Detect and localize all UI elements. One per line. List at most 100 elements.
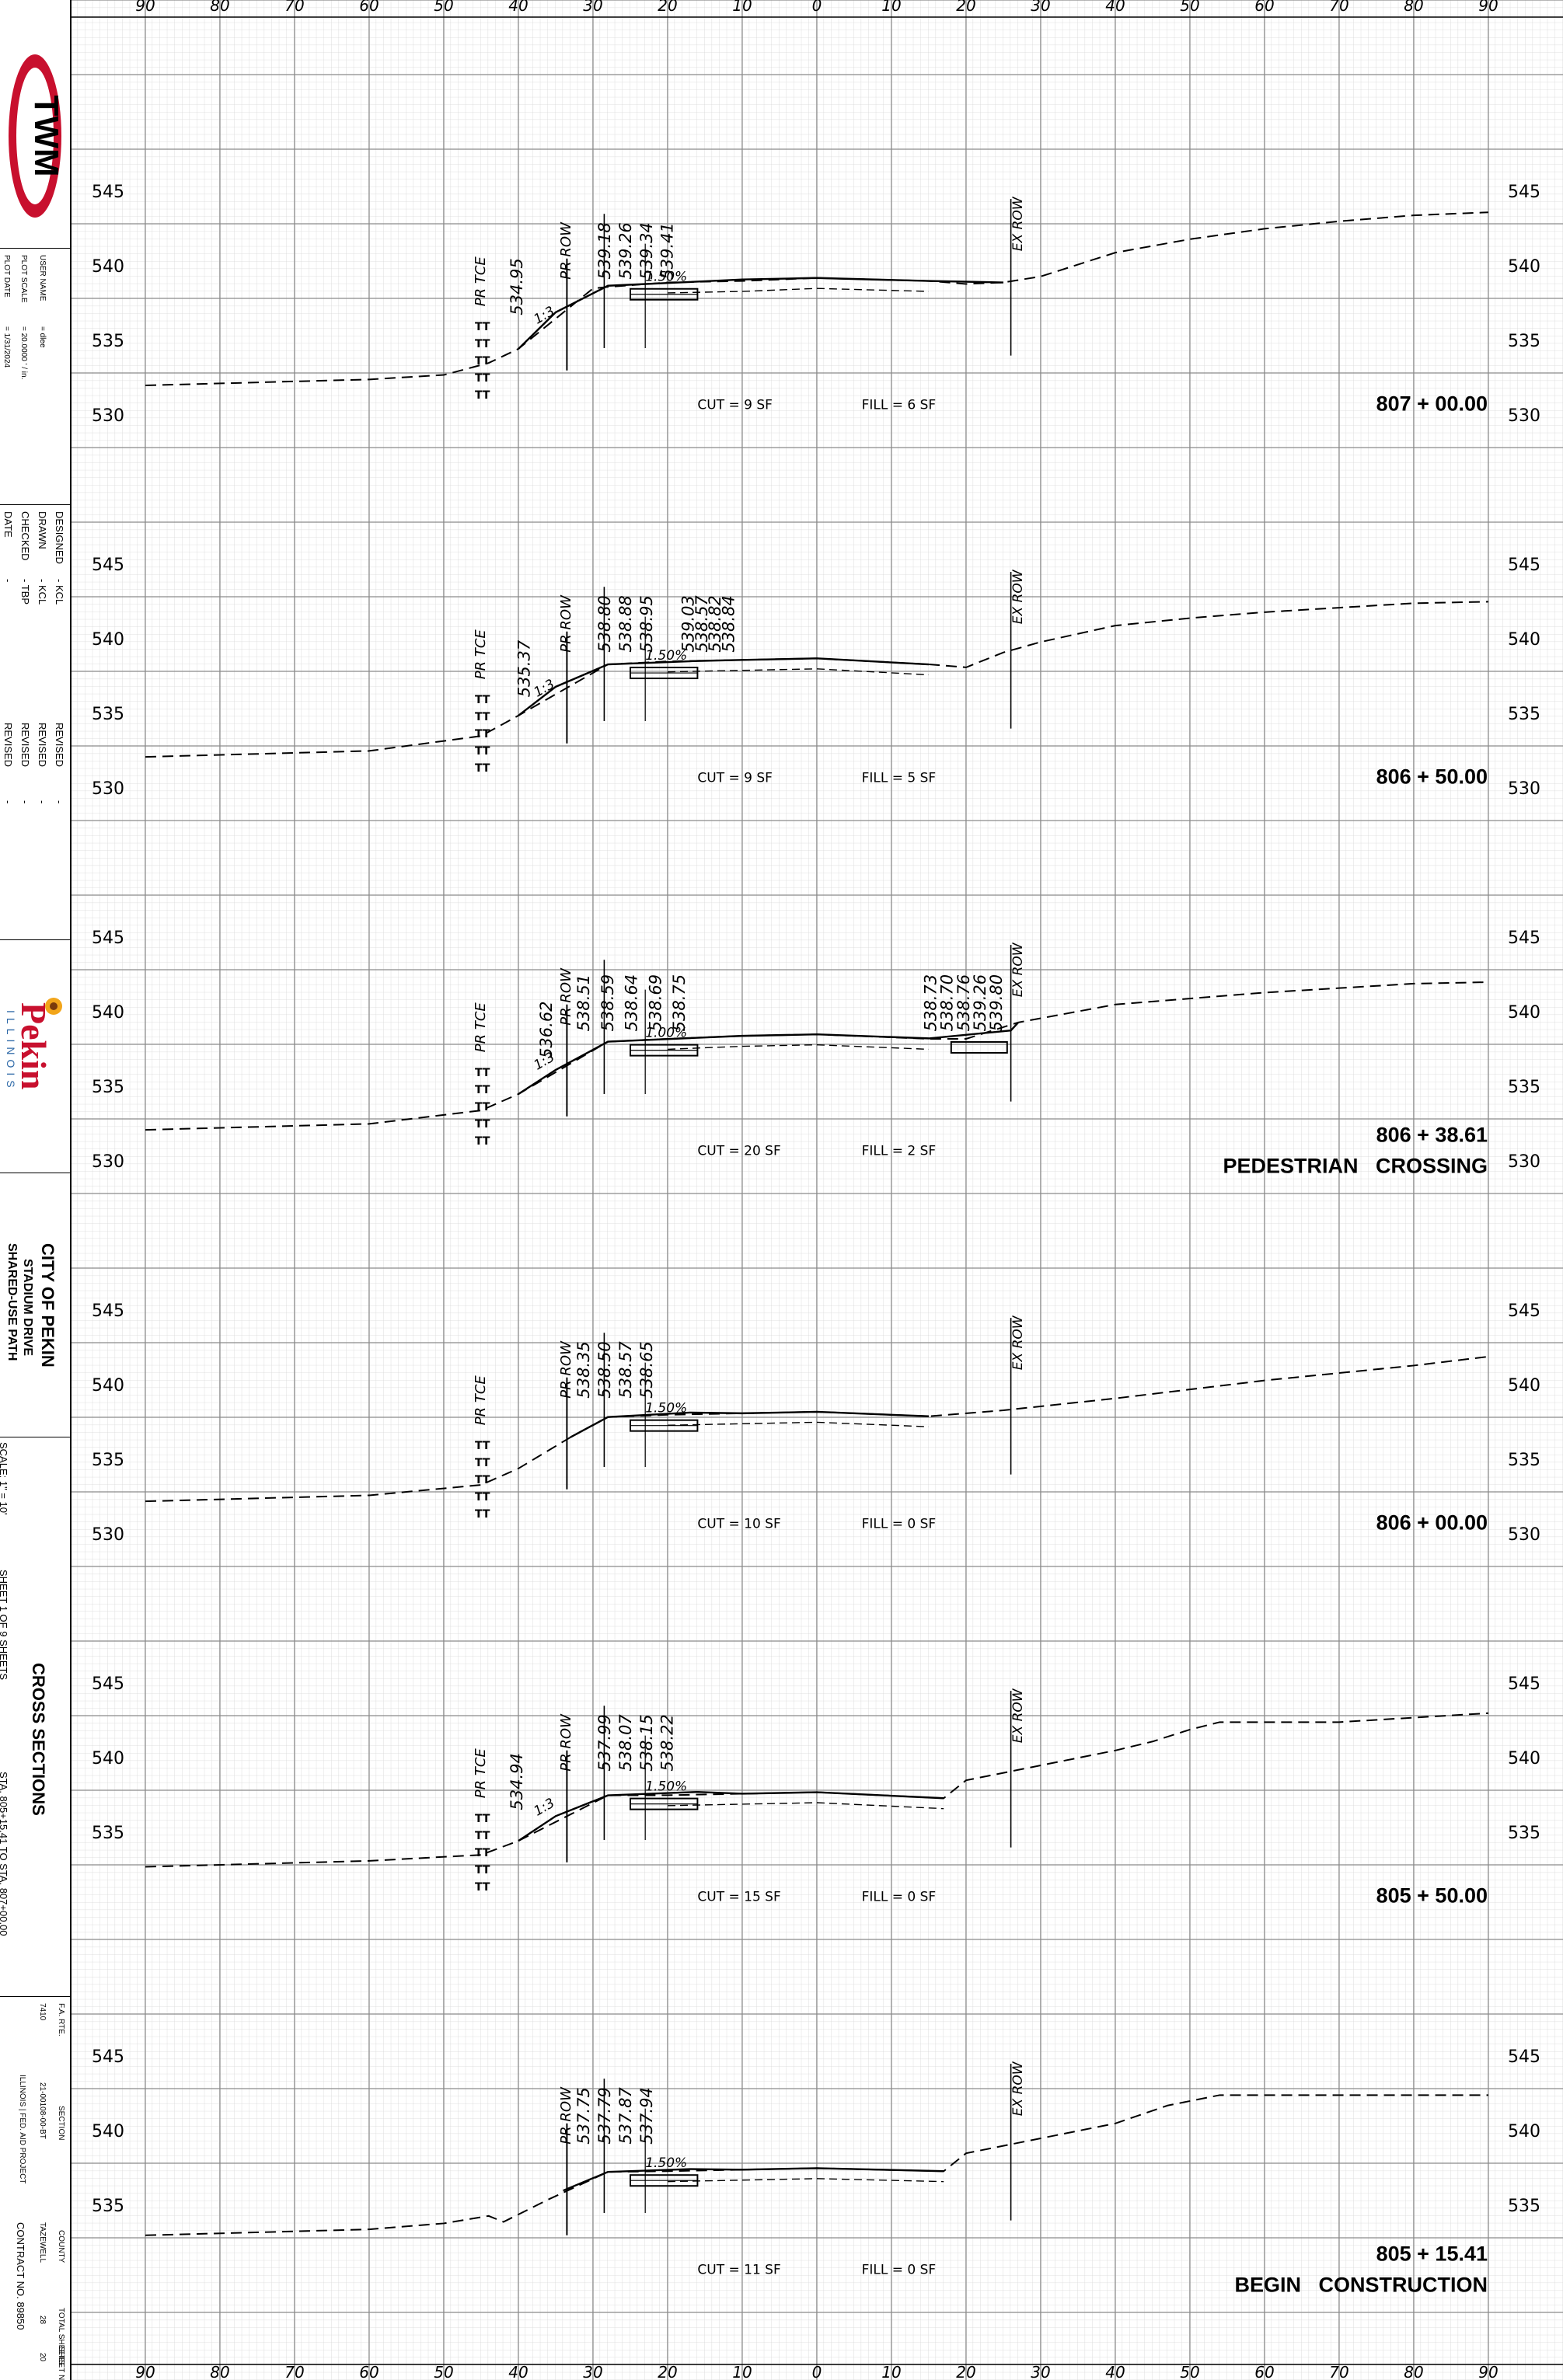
elevation-callout: 538.07: [616, 1714, 635, 1772]
tce-marker: TT: [475, 1830, 490, 1842]
elevation-callout: 538.84: [719, 595, 738, 652]
tce-marker: TT: [475, 372, 490, 385]
offset-tick-label: 90: [135, 0, 155, 15]
county-label: COUNTY: [57, 2230, 65, 2263]
elevation-label: 535: [1508, 1078, 1540, 1097]
station-label: 806 + 00.00: [1376, 1511, 1488, 1535]
pr-row-label: PR ROW: [558, 1713, 574, 1772]
elevation-callout: 539.18: [595, 222, 614, 279]
station-label: 805 + 15.41: [1376, 2242, 1488, 2265]
cross-slope-label: 1.00%: [645, 1026, 687, 1041]
ex-row-label: EX ROW: [1010, 942, 1026, 997]
ex-row-label: EX ROW: [1010, 1688, 1026, 1743]
offset-tick-label: 10: [732, 0, 752, 15]
contract-no: CONTRACT NO. 89850: [15, 2222, 26, 2330]
title-block: TWM USER NAME = dlee PLOT SCALE = 20.000…: [0, 0, 72, 2380]
project-cell: CITY OF PEKIN STADIUM DRIVE SHARED-USE P…: [0, 1173, 70, 1437]
offset-tick-label: 20: [658, 0, 677, 15]
subgrade-line: [667, 1802, 944, 1810]
elevation-label: 545: [92, 2047, 124, 2067]
elevation-callout: 538.75: [670, 974, 689, 1031]
revised-4: -: [2, 800, 14, 804]
offset-tick-label: 70: [284, 0, 304, 15]
elevation-label: 545: [1508, 929, 1540, 948]
offset-tick-label: 30: [1031, 0, 1050, 15]
elevation-label: 535: [1508, 2197, 1540, 2216]
elevation-callout: 538.59: [598, 974, 617, 1031]
sheet-no-label: SHEET NO.: [57, 2347, 65, 2380]
station-subtitle: BEGIN CONSTRUCTION: [1234, 2273, 1488, 2296]
elevation-label: 540: [92, 2122, 124, 2141]
pr-row-label: PR ROW: [558, 594, 574, 653]
fa-rte-label: F.A. RTE.: [57, 2003, 65, 2037]
svg-text:TWM: TWM: [27, 95, 65, 176]
elevation-label: 535: [1508, 1824, 1540, 1843]
revised-1: -: [54, 800, 65, 804]
tce-marker: TT: [475, 1881, 490, 1894]
elevation-callout: 537.99: [595, 1714, 614, 1771]
drawn-label: DRAWN: [37, 511, 48, 549]
revised-label-1: REVISED: [54, 723, 65, 768]
elevation-label: 540: [92, 257, 124, 277]
project-line-3: SHARED-USE PATH: [5, 1243, 19, 1361]
elevation-label: 540: [92, 630, 124, 650]
offset-tick-label: 40: [508, 0, 528, 15]
ex-row-label: EX ROW: [1010, 2061, 1026, 2116]
existing-ground-line: [145, 601, 1489, 758]
tce-marker: TT: [475, 355, 490, 368]
tce-marker: TT: [475, 1847, 490, 1859]
revised-3: -: [19, 800, 31, 804]
ex-row-label: EX ROW: [1010, 196, 1026, 251]
offset-tick-label: 90: [135, 2363, 155, 2380]
elevation-label: 545: [1508, 1302, 1540, 1321]
offset-tick-label: 70: [284, 2363, 304, 2380]
offset-tick-label: 90: [1478, 0, 1498, 15]
elevation-label: 530: [1508, 779, 1540, 799]
cross-slope-label: 1.50%: [645, 270, 687, 285]
offset-tick-label: 80: [1404, 2363, 1423, 2380]
elevation-callout: 537.79: [595, 2087, 614, 2144]
elevation-label: 530: [92, 1152, 124, 1172]
sheet-no: 20: [38, 2353, 47, 2362]
elevation-callout: 538.69: [646, 974, 665, 1031]
elevation-callout: 537.87: [616, 2087, 635, 2145]
proposed-grade-line: [518, 657, 930, 716]
proposed-grade-line: [518, 1790, 944, 1842]
offset-tick-label: 70: [1329, 2363, 1348, 2380]
offset-tick-label: 80: [210, 2363, 229, 2380]
offset-tick-label: 80: [1404, 0, 1423, 15]
tce-marker: TT: [475, 1118, 490, 1131]
pr-row-label: PR ROW: [558, 2086, 574, 2145]
revised-label-2: REVISED: [37, 723, 48, 768]
tce-marker: TT: [475, 728, 490, 740]
user-name-label: USER NAME: [38, 255, 47, 301]
station-label: 807 + 00.00: [1376, 392, 1488, 416]
elevation-callout: 538.15: [637, 1714, 656, 1771]
major-grid: [70, 0, 1563, 2380]
ex-row-label: EX ROW: [1010, 1315, 1026, 1370]
section-label: SECTION: [57, 2106, 65, 2141]
cross-slope-label: 1.50%: [645, 1779, 687, 1795]
tce-marker: TT: [475, 1457, 490, 1469]
station-range: STA. 805+15.41 TO STA. 807+00.00: [0, 1772, 9, 1936]
pr-tce-label: PR TCE: [473, 1748, 489, 1799]
elevation-callout: 538.57: [616, 1341, 635, 1399]
elevation-label: 530: [92, 779, 124, 799]
elevation-label: 535: [1508, 1451, 1540, 1470]
elevation-label: 540: [92, 1003, 124, 1023]
elevation-label: 535: [92, 1078, 124, 1097]
elevation-callout: 539.03: [679, 595, 698, 652]
sunflower-icon: [45, 998, 62, 1015]
offset-tick-label: 60: [1254, 2363, 1274, 2380]
station-label: 805 + 50.00: [1376, 1884, 1488, 1908]
station-label: 806 + 50.00: [1376, 765, 1488, 789]
tce-marker: TT: [475, 1135, 490, 1148]
offset-tick-label: 70: [1329, 0, 1348, 15]
date-label: DATE: [2, 511, 14, 538]
revised-label-3: REVISED: [19, 723, 31, 768]
elevation-label: 540: [92, 1749, 124, 1768]
plot-scale-label: PLOT SCALE: [19, 255, 28, 303]
